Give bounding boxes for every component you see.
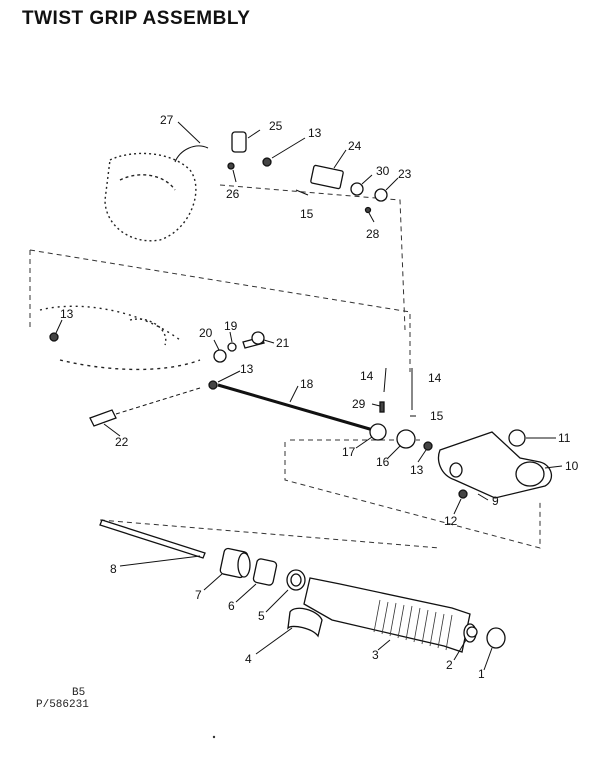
callout-14: 14 [360,369,374,383]
part-22-sleeve [89,409,117,427]
callout-13: 13 [240,362,254,376]
callout-27: 27 [160,113,174,127]
part-4-sleeve [287,607,323,638]
part-13-right-nut [423,441,433,451]
callout-1: 1 [478,667,485,681]
callout-6: 6 [228,599,235,613]
callout-22: 22 [115,435,129,449]
stray-dot [212,735,216,739]
part-11-cap [508,429,526,447]
footer-code-b5: B5 [72,687,86,699]
part-12-nut [458,489,468,499]
callout-15: 15 [300,207,314,221]
callout-13: 13 [308,126,322,140]
callout-30: 30 [376,164,390,178]
part-18-rod [217,383,381,434]
part-3-grip [303,577,471,653]
part-14-pin-left [383,367,387,393]
callout-16: 16 [376,455,390,469]
callout-10: 10 [565,459,579,473]
leader-lines [55,121,563,671]
part-25-bracket [231,131,247,153]
part-28-clip [364,206,372,214]
part-13-left-nut [49,332,59,342]
part-26-pin [227,162,235,170]
part-16-gear [396,429,416,449]
callout-2: 2 [446,658,453,672]
callout-24: 24 [348,139,362,153]
callout-4: 4 [245,652,252,666]
part-23-washer [374,188,388,202]
callout-14: 14 [428,371,442,385]
part-29-pin [379,401,385,413]
middle-parts [49,331,433,451]
part-13-nut [262,157,272,167]
diagram-title: TWIST GRIP ASSEMBLY [22,8,251,29]
part-1-cap [486,627,506,649]
part-17-gear [369,423,387,441]
part-2-washer [466,626,478,638]
callout-3: 3 [372,648,379,662]
callout-8: 8 [110,562,117,576]
callout-25: 25 [269,119,283,133]
lower-shaft-assembly [99,519,506,653]
callout-29: 29 [352,397,366,411]
callout-12: 12 [444,514,458,528]
right-housing [437,429,553,501]
part-24-block [310,164,344,190]
callout-21: 21 [276,336,290,350]
part-9-screw [477,493,489,501]
part-19-washer [227,342,237,352]
callout-13: 13 [410,463,424,477]
part-30-washer [350,182,364,196]
upper-linkage-parts [174,131,388,214]
part-8-cable [99,519,206,559]
callout-5: 5 [258,609,265,623]
callout-7: 7 [195,588,202,602]
callout-labels: 27 25 13 24 30 23 26 15 28 13 20 19 21 1… [60,113,579,681]
part-13-center-nut [208,380,218,390]
callout-19: 19 [224,319,238,333]
callout-28: 28 [366,227,380,241]
callout-11: 11 [558,431,571,445]
footer-part-number: P/586231 [36,699,89,711]
callout-13: 13 [60,307,74,321]
callout-20: 20 [199,326,213,340]
callout-9: 9 [492,494,499,508]
callout-15: 15 [430,409,444,423]
callout-26: 26 [226,187,240,201]
callout-23: 23 [398,167,412,181]
housing-outline [29,152,541,549]
callout-18: 18 [300,377,314,391]
part-20-washer [213,349,227,363]
part-6-bushing [252,558,278,586]
callout-17: 17 [342,445,356,459]
